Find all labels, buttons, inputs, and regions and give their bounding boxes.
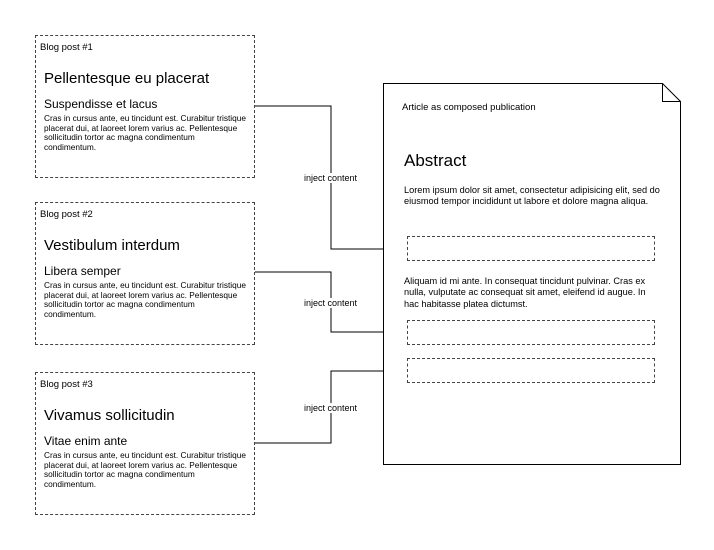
post-title: Pellentesque eu placerat (44, 70, 210, 87)
article-heading: Abstract (404, 151, 467, 170)
post-body: Cras in cursus ante, eu tincidunt est. C… (44, 280, 246, 319)
blog-post-card: Blog post #1 Pellentesque eu placerat Su… (35, 35, 255, 178)
post-subtitle: Suspendisse et lacus (44, 97, 158, 111)
post-title: Vivamus sollicitudin (44, 407, 175, 424)
article-caption: Article as composed publication (402, 102, 536, 113)
blog-post-card: Blog post #3 Vivamus sollicitudin Vitae … (35, 372, 255, 515)
inject-content-label: inject content (303, 173, 359, 183)
post-tag: Blog post #1 (40, 42, 93, 53)
content-slot (407, 236, 655, 261)
article-paragraph: Lorem ipsum dolor sit amet, consectetur … (404, 185, 660, 207)
post-body: Cras in cursus ante, eu tincidunt est. C… (44, 450, 246, 489)
content-slot (407, 320, 655, 345)
blog-post-card: Blog post #2 Vestibulum interdum Libera … (35, 202, 255, 345)
article-paragraph: Aliquam id mi ante. In consequat tincidu… (404, 276, 646, 309)
post-tag: Blog post #2 (40, 209, 93, 220)
article-document-shape (383, 83, 681, 465)
post-subtitle: Libera semper (44, 264, 121, 278)
post-body: Cras in cursus ante, eu tincidunt est. C… (44, 113, 246, 152)
inject-content-label: inject content (303, 403, 359, 413)
post-title: Vestibulum interdum (44, 237, 180, 254)
inject-content-label: inject content (303, 298, 359, 308)
post-tag: Blog post #3 (40, 379, 93, 390)
post-subtitle: Vitae enim ante (44, 434, 128, 448)
content-slot (407, 358, 655, 383)
